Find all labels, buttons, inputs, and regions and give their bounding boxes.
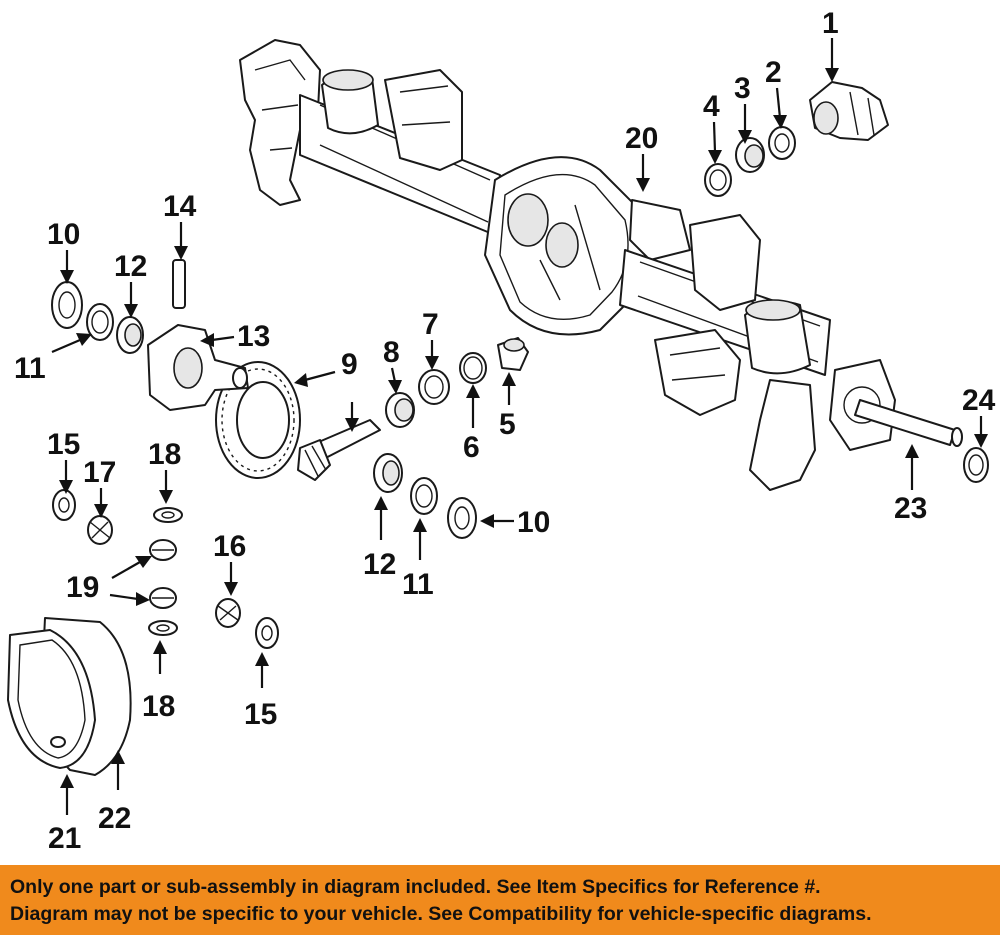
- callout-24: 24: [962, 384, 996, 417]
- callout-6: 6: [463, 431, 480, 464]
- collapsible-spacer: [497, 337, 529, 371]
- ring-and-pinion: [215, 361, 381, 481]
- callout-11-right: 11: [402, 568, 434, 601]
- differential-case: [147, 324, 249, 411]
- axle-shaft: [854, 399, 963, 447]
- callout-4: 4: [703, 90, 720, 123]
- callout-18-top: 18: [148, 438, 181, 471]
- callout-5: 5: [499, 408, 516, 441]
- axle-housing: [239, 39, 896, 491]
- pinion-yoke: [809, 81, 889, 141]
- carrier-bearing-left: [116, 316, 144, 354]
- callout-18-bottom: 18: [142, 690, 175, 723]
- axle-seal-left: [51, 281, 83, 329]
- disclaimer-line-2: Diagram may not be specific to your vehi…: [10, 903, 872, 925]
- callout-12-left: 12: [114, 250, 147, 283]
- callout-19: 19: [66, 571, 99, 604]
- callout-7: 7: [422, 308, 439, 341]
- disclaimer-banner: Only one part or sub-assembly in diagram…: [0, 865, 1000, 935]
- callout-17: 17: [83, 456, 116, 489]
- axle-exploded-diagram: 1 2 3 4 20 14 10 12 13 11 8 7 9 5 6 15 1…: [7, 7, 996, 855]
- pinion-bearing-inner: [385, 392, 415, 428]
- spider-gears: [149, 539, 177, 609]
- carrier-race-left: [86, 303, 114, 341]
- disclaimer-line-1: Only one part or sub-assembly in diagram…: [10, 876, 821, 898]
- callout-21: 21: [48, 822, 81, 855]
- leader-arrows: [51, 38, 988, 815]
- bearing-race: [704, 163, 732, 197]
- axle-seal-right: [447, 497, 477, 539]
- callout-3: 3: [734, 72, 751, 105]
- callout-2: 2: [765, 56, 782, 89]
- callout-10-left: 10: [47, 218, 80, 251]
- pinion-washer-bottom: [148, 620, 178, 636]
- pinion-bearing-outer: [735, 137, 765, 173]
- pinion-washer-top: [153, 507, 183, 523]
- callout-12-right: 12: [363, 548, 396, 581]
- pinion-shim: [459, 352, 487, 384]
- side-gear-bottom: [215, 598, 241, 628]
- callout-16: 16: [213, 530, 246, 563]
- pinion-seal: [768, 126, 796, 160]
- callout-8: 8: [383, 336, 400, 369]
- callout-15-top: 15: [47, 428, 80, 461]
- outer-axle-seal: [963, 447, 989, 483]
- pinion-race: [418, 369, 450, 405]
- carrier-bearing-right: [373, 453, 403, 493]
- callout-10-right: 10: [517, 506, 550, 539]
- cross-pin: [172, 259, 186, 309]
- callout-15-bottom: 15: [244, 698, 277, 731]
- callout-1: 1: [822, 7, 839, 40]
- thrust-washer-bottom: [255, 617, 279, 649]
- callout-14: 14: [163, 190, 197, 223]
- side-gear-top: [87, 515, 113, 545]
- callout-13: 13: [237, 320, 270, 353]
- callout-9: 9: [341, 348, 358, 381]
- carrier-race-right: [410, 477, 438, 515]
- differential-cover: [7, 617, 132, 776]
- callout-11-left: 11: [14, 352, 46, 385]
- callout-numbers: 1 2 3 4 20 14 10 12 13 11 8 7 9 5 6 15 1…: [14, 7, 996, 855]
- callout-22: 22: [98, 802, 131, 835]
- callout-20: 20: [625, 122, 658, 155]
- thrust-washer-top: [52, 489, 76, 521]
- callout-23: 23: [894, 492, 927, 525]
